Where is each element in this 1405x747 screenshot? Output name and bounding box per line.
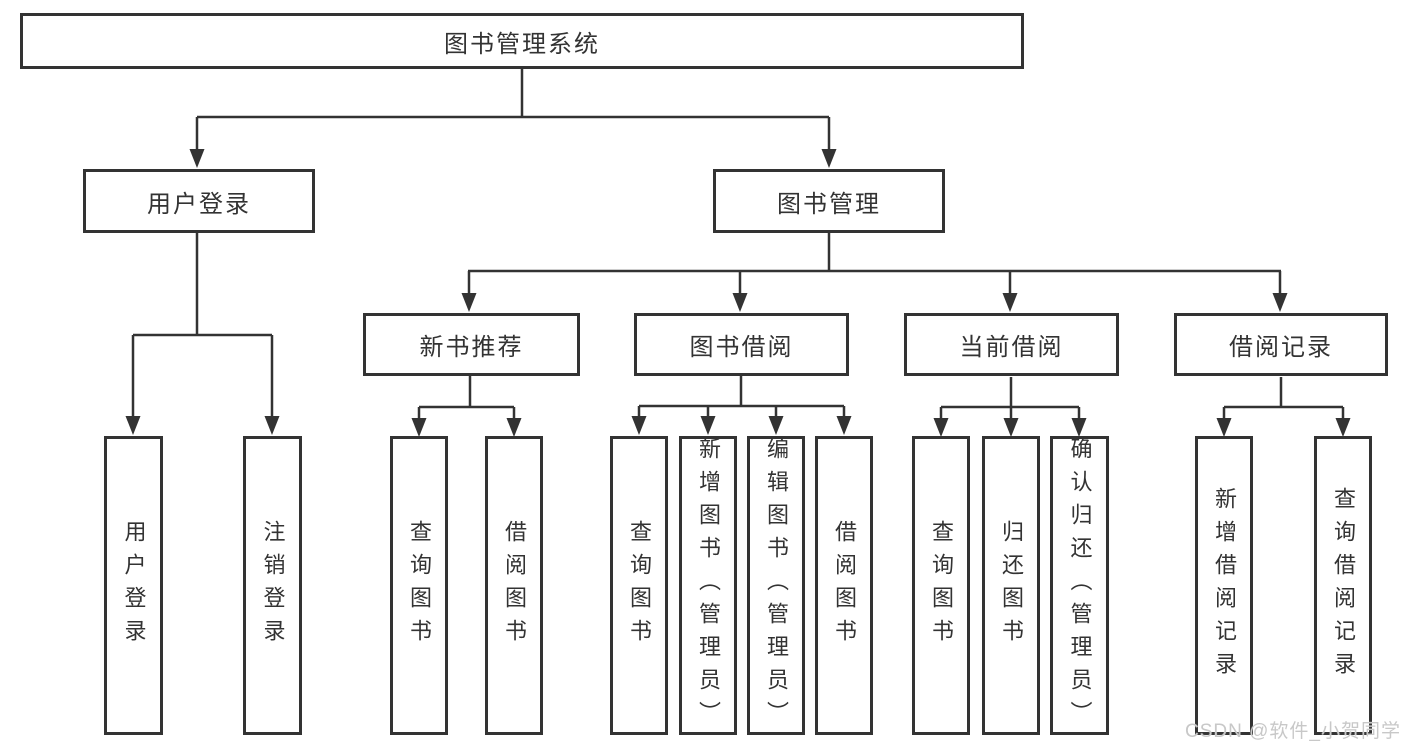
leaf-user-login: 用户登录 [104, 436, 163, 735]
leaf-label: 借阅图书 [832, 519, 857, 652]
node-book-management: 图书管理 [713, 169, 945, 233]
leaf-edit-book-admin: 编辑图书（管理员） [747, 436, 805, 735]
node-borrow-record: 借阅记录 [1174, 313, 1388, 376]
leaf-label: 注销登录 [260, 519, 286, 652]
leaf-label: 查询借阅记录 [1331, 486, 1356, 685]
leaf-return-book: 归还图书 [982, 436, 1040, 735]
node-label: 新书推荐 [419, 334, 524, 361]
leaf-query-borrow-record: 查询借阅记录 [1314, 436, 1372, 735]
node-label: 图书管理 [777, 190, 881, 218]
leaf-query-books-recommend: 查询图书 [390, 436, 448, 735]
leaf-label: 新增图书（管理员） [696, 437, 721, 734]
leaf-label: 查询图书 [929, 519, 954, 652]
leaf-logout: 注销登录 [243, 436, 302, 735]
node-user-login: 用户登录 [83, 169, 315, 233]
node-label: 借阅记录 [1229, 334, 1333, 361]
node-new-book-recommend: 新书推荐 [363, 313, 580, 376]
node-label: 当前借阅 [959, 334, 1064, 361]
node-library-management-system: 图书管理系统 [20, 13, 1024, 69]
leaf-label: 新增借阅记录 [1212, 486, 1237, 685]
node-current-borrow: 当前借阅 [904, 313, 1119, 376]
node-label: 图书管理系统 [444, 30, 600, 58]
leaf-borrow-books-recommend: 借阅图书 [485, 436, 543, 735]
leaf-label: 确认归还（管理员） [1067, 437, 1093, 734]
leaf-add-book-admin: 新增图书（管理员） [679, 436, 737, 735]
leaf-label: 借阅图书 [502, 519, 527, 652]
leaf-query-books-current: 查询图书 [912, 436, 970, 735]
leaf-confirm-return-admin: 确认归还（管理员） [1050, 436, 1109, 735]
leaf-add-borrow-record: 新增借阅记录 [1195, 436, 1253, 735]
leaf-label: 归还图书 [999, 519, 1024, 652]
node-label: 用户登录 [147, 190, 251, 218]
node-label: 图书借阅 [689, 334, 794, 361]
leaf-label: 编辑图书（管理员） [764, 437, 789, 734]
node-book-borrow: 图书借阅 [634, 313, 849, 376]
leaf-borrow-books: 借阅图书 [815, 436, 873, 735]
csdn-watermark: CSDN @软件_小贺同学 [1185, 721, 1401, 742]
leaf-query-books-borrow: 查询图书 [610, 436, 668, 735]
leaf-label: 查询图书 [407, 519, 432, 652]
leaf-label: 查询图书 [627, 519, 652, 652]
leaf-label: 用户登录 [121, 519, 147, 652]
